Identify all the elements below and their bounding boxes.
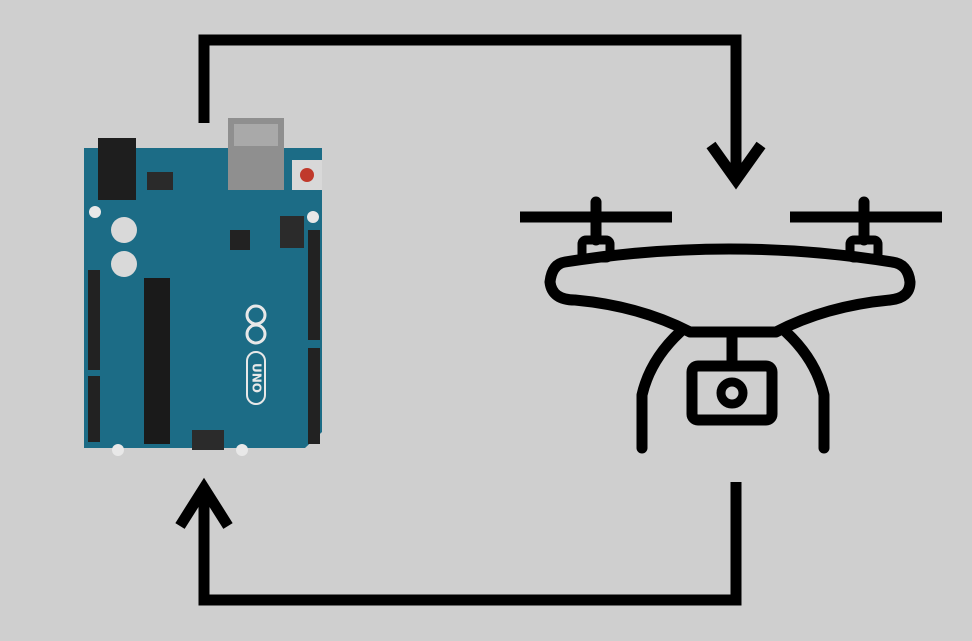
icsp-header-bottom <box>192 430 224 450</box>
icsp-header-top <box>280 216 304 248</box>
mount-hole <box>89 206 101 218</box>
connector-drone-to-arduino <box>175 477 742 606</box>
drone-icon <box>520 196 942 454</box>
arrow-down-icon <box>706 141 766 190</box>
power-header <box>88 270 100 370</box>
infinity-logo-icon <box>245 304 267 345</box>
connector-arduino-to-drone <box>198 34 766 190</box>
digital-header-lower <box>308 348 320 444</box>
drone-body <box>544 243 916 338</box>
left-landing-leg <box>636 326 686 454</box>
usb-controller-chip <box>230 230 250 250</box>
microcontroller-chip <box>144 278 170 444</box>
arrow-up-icon <box>175 477 233 529</box>
bottom-connector-line <box>198 482 742 606</box>
capacitor <box>111 217 137 243</box>
uno-badge: UNO <box>246 351 266 405</box>
top-connector-line <box>198 34 742 180</box>
analog-header <box>88 376 100 442</box>
arduino-board: UNO <box>84 118 322 456</box>
power-jack <box>98 138 136 200</box>
arduino-pcb <box>84 148 322 448</box>
reset-button-dot <box>300 168 314 182</box>
camera-lens-icon <box>716 377 748 409</box>
mount-hole <box>236 444 248 456</box>
camera-housing <box>686 360 778 426</box>
mount-hole <box>307 211 319 223</box>
right-landing-leg <box>780 326 830 454</box>
mount-hole <box>112 444 124 456</box>
digital-header-upper <box>308 230 320 340</box>
capacitor <box>111 251 137 277</box>
voltage-regulator <box>147 172 173 190</box>
brand-label: UNO <box>250 363 264 393</box>
